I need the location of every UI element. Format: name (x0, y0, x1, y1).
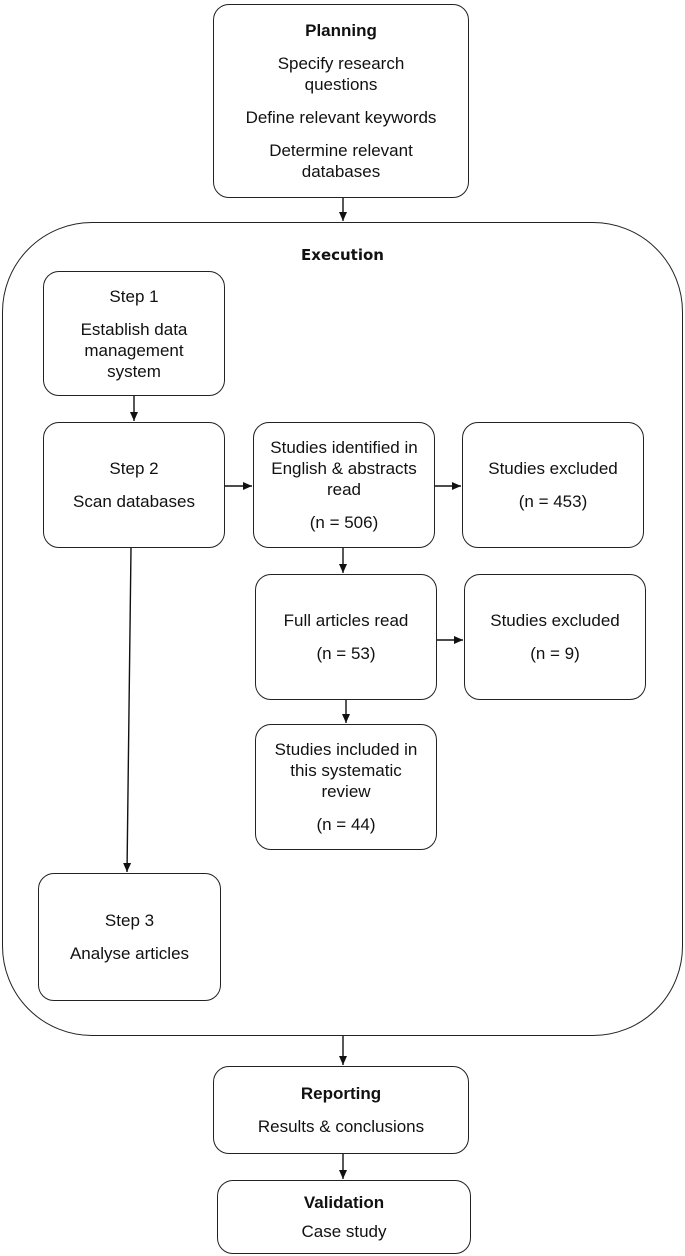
studies-excluded-count-2: (n = 9) (530, 644, 580, 663)
planning-title: Planning (305, 21, 377, 40)
step1-title: Step 1 (109, 286, 159, 306)
execution-title: Execution (301, 246, 384, 264)
step3-title: Step 3 (104, 911, 155, 930)
reporting-text: Results & conclusions (257, 1117, 425, 1136)
step2-title: Step 2 (109, 459, 159, 478)
studies-excluded-text-1: Studies excluded (488, 459, 618, 478)
planning-box: Planning Specify research questions Defi… (213, 4, 469, 198)
step3-box: Step 3 Analyse articles (38, 873, 221, 1001)
step2-text: Scan databases (73, 492, 195, 511)
validation-title: Validation (303, 1193, 385, 1212)
planning-item-databases: Determine relevant databases (269, 141, 413, 181)
full-articles-box: Full articles read (n = 53) (255, 574, 437, 700)
planning-item-keywords: Define relevant keywords (245, 108, 437, 127)
studies-included-box: Studies included in this systematic revi… (255, 724, 437, 850)
reporting-title: Reporting (300, 1084, 382, 1103)
validation-text: Case study (301, 1222, 387, 1241)
step1-box: Step 1 Establish data management system (43, 271, 225, 396)
studies-identified-box: Studies identified in English & abstract… (253, 422, 435, 548)
full-articles-text: Full articles read (283, 611, 409, 630)
studies-excluded-box-1: Studies excluded (n = 453) (462, 422, 644, 548)
validation-box: Validation Case study (217, 1180, 471, 1254)
step1-text: Establish data management system (80, 319, 188, 381)
step3-text: Analyse articles (69, 944, 190, 963)
full-articles-count: (n = 53) (316, 644, 376, 663)
studies-excluded-count-1: (n = 453) (518, 492, 588, 511)
reporting-box: Reporting Results & conclusions (213, 1066, 469, 1154)
arrow-step2-to-step3 (123, 547, 132, 873)
studies-included-count: (n = 44) (316, 815, 376, 834)
studies-identified-count: (n = 506) (309, 513, 379, 532)
studies-included-text: Studies included in this systematic revi… (274, 740, 418, 801)
studies-excluded-box-2: Studies excluded (n = 9) (464, 574, 646, 700)
step2-box: Step 2 Scan databases (43, 422, 225, 548)
planning-item-research-questions: Specify research questions (277, 54, 405, 94)
studies-excluded-text-2: Studies excluded (490, 611, 620, 630)
studies-identified-text: Studies identified in English & abstract… (270, 438, 418, 499)
